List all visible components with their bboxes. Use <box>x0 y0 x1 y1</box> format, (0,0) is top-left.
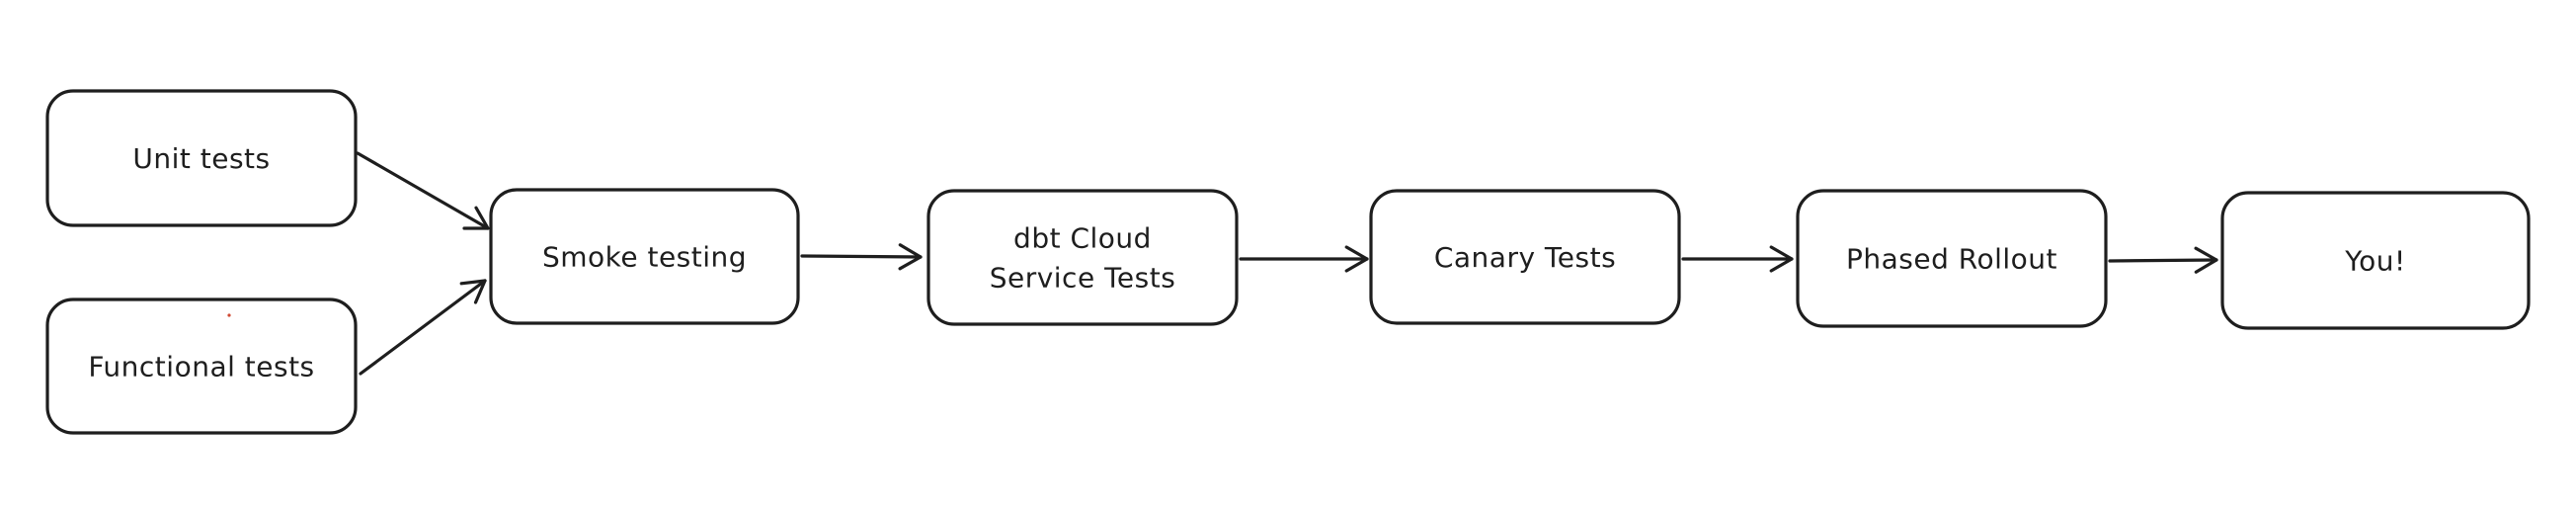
node-you: You! <box>2220 191 2531 330</box>
arrowhead-icon <box>1344 245 1369 273</box>
node-box-functional-tests <box>45 298 358 435</box>
arrowhead-icon <box>2194 246 2218 274</box>
arrow-dbt-cloud-service-tests-to-canary-tests <box>1239 245 1369 273</box>
arrow-shaft <box>800 254 923 259</box>
node-phased-rollout: Phased Rollout <box>1796 189 2108 328</box>
arrow-smoke-testing-to-dbt-cloud-service-tests <box>800 243 923 271</box>
node-box-dbt-cloud-service-tests <box>926 189 1239 326</box>
node-label-phased-rollout: Phased Rollout <box>1846 242 2057 275</box>
stray-red-dot <box>227 313 231 317</box>
node-canary-tests: Canary Tests <box>1369 189 1681 325</box>
arrow-unit-tests-to-smoke-testing <box>356 151 490 230</box>
node-label-unit-tests: Unit tests <box>132 142 270 175</box>
node-unit-tests: Unit tests <box>45 89 358 227</box>
node-label-functional-tests: Functional tests <box>88 350 314 382</box>
node-label-you: You! <box>2344 244 2406 277</box>
arrowhead-icon <box>898 243 923 271</box>
node-label-canary-tests: Canary Tests <box>1434 241 1616 274</box>
arrow-shaft <box>359 279 487 376</box>
node-box-unit-tests <box>45 89 358 227</box>
arrowhead-icon <box>1769 245 1794 273</box>
arrow-canary-tests-to-phased-rollout <box>1681 245 1794 273</box>
node-functional-tests: Functional tests <box>45 298 358 435</box>
node-box-phased-rollout <box>1796 189 2108 328</box>
node-label-smoke-testing: Smoke testing <box>542 240 747 273</box>
node-box-canary-tests <box>1369 189 1681 325</box>
node-box-smoke-testing <box>489 188 800 325</box>
arrowhead-icon <box>459 279 487 304</box>
node-box-you <box>2220 191 2531 330</box>
arrow-shaft <box>356 151 490 230</box>
arrow-shaft <box>2108 258 2218 263</box>
arrow-phased-rollout-to-you <box>2108 246 2218 274</box>
arrowhead-icon <box>462 206 490 230</box>
node-smoke-testing: Smoke testing <box>489 188 800 325</box>
arrow-functional-tests-to-smoke-testing <box>359 279 487 376</box>
